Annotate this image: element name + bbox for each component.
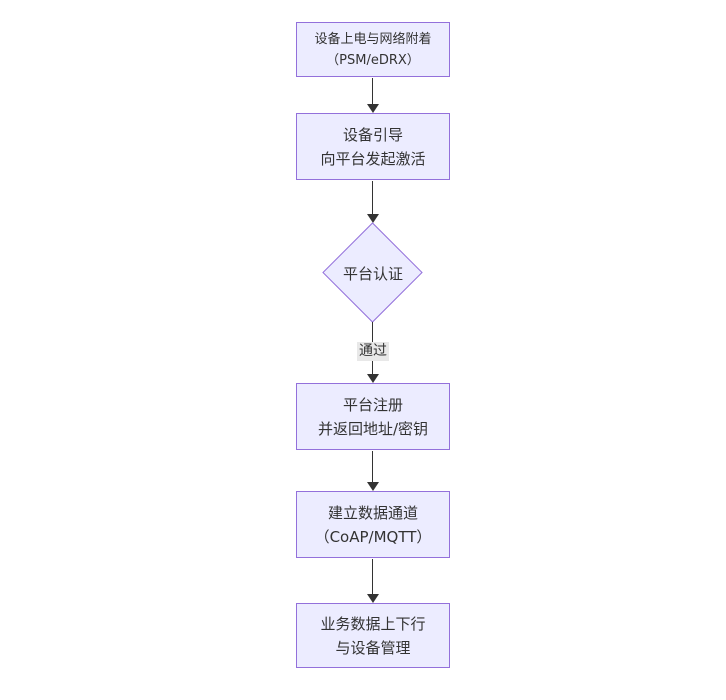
edge-line xyxy=(372,181,373,216)
node-label-line: 建立数据通道 xyxy=(327,503,418,522)
edge-arrow xyxy=(367,451,379,491)
node-label-line: 向平台发起激活 xyxy=(320,149,426,168)
edge-arrow xyxy=(367,181,379,223)
arrowhead-icon xyxy=(367,104,379,113)
node-device-bootstrap-activate: 设备引导 向平台发起激活 xyxy=(296,113,450,180)
edge-line xyxy=(372,451,373,484)
edge-label-pass: 通过 xyxy=(357,342,389,361)
node-label-line: 平台认证 xyxy=(342,264,403,283)
node-label-line: （PSM/eDRX） xyxy=(326,52,420,68)
node-label-line: 平台注册 xyxy=(342,395,403,414)
edge-arrow xyxy=(367,559,379,603)
arrowhead-icon xyxy=(367,482,379,491)
node-label-line: 与设备管理 xyxy=(335,638,411,657)
edge-line xyxy=(372,559,373,596)
edge-line xyxy=(372,78,373,106)
node-label-line: 并返回地址/密钥 xyxy=(317,419,429,438)
arrowhead-icon xyxy=(367,594,379,603)
node-label-line: （CoAP/MQTT） xyxy=(314,527,432,546)
node-label-line: 设备引导 xyxy=(342,125,403,144)
arrowhead-icon xyxy=(367,374,379,383)
decision-platform-auth: 平台认证 xyxy=(322,222,424,323)
node-label-line: 设备上电与网络附着 xyxy=(314,31,432,47)
edge-arrow xyxy=(367,78,379,113)
node-platform-register: 平台注册 并返回地址/密钥 xyxy=(296,383,450,450)
node-power-on-network-attach: 设备上电与网络附着 （PSM/eDRX） xyxy=(296,22,450,77)
arrowhead-icon xyxy=(367,214,379,223)
node-label-line: 业务数据上下行 xyxy=(320,614,426,633)
node-data-channel: 建立数据通道 （CoAP/MQTT） xyxy=(296,491,450,558)
node-business-data-device-mgmt: 业务数据上下行 与设备管理 xyxy=(296,603,450,668)
